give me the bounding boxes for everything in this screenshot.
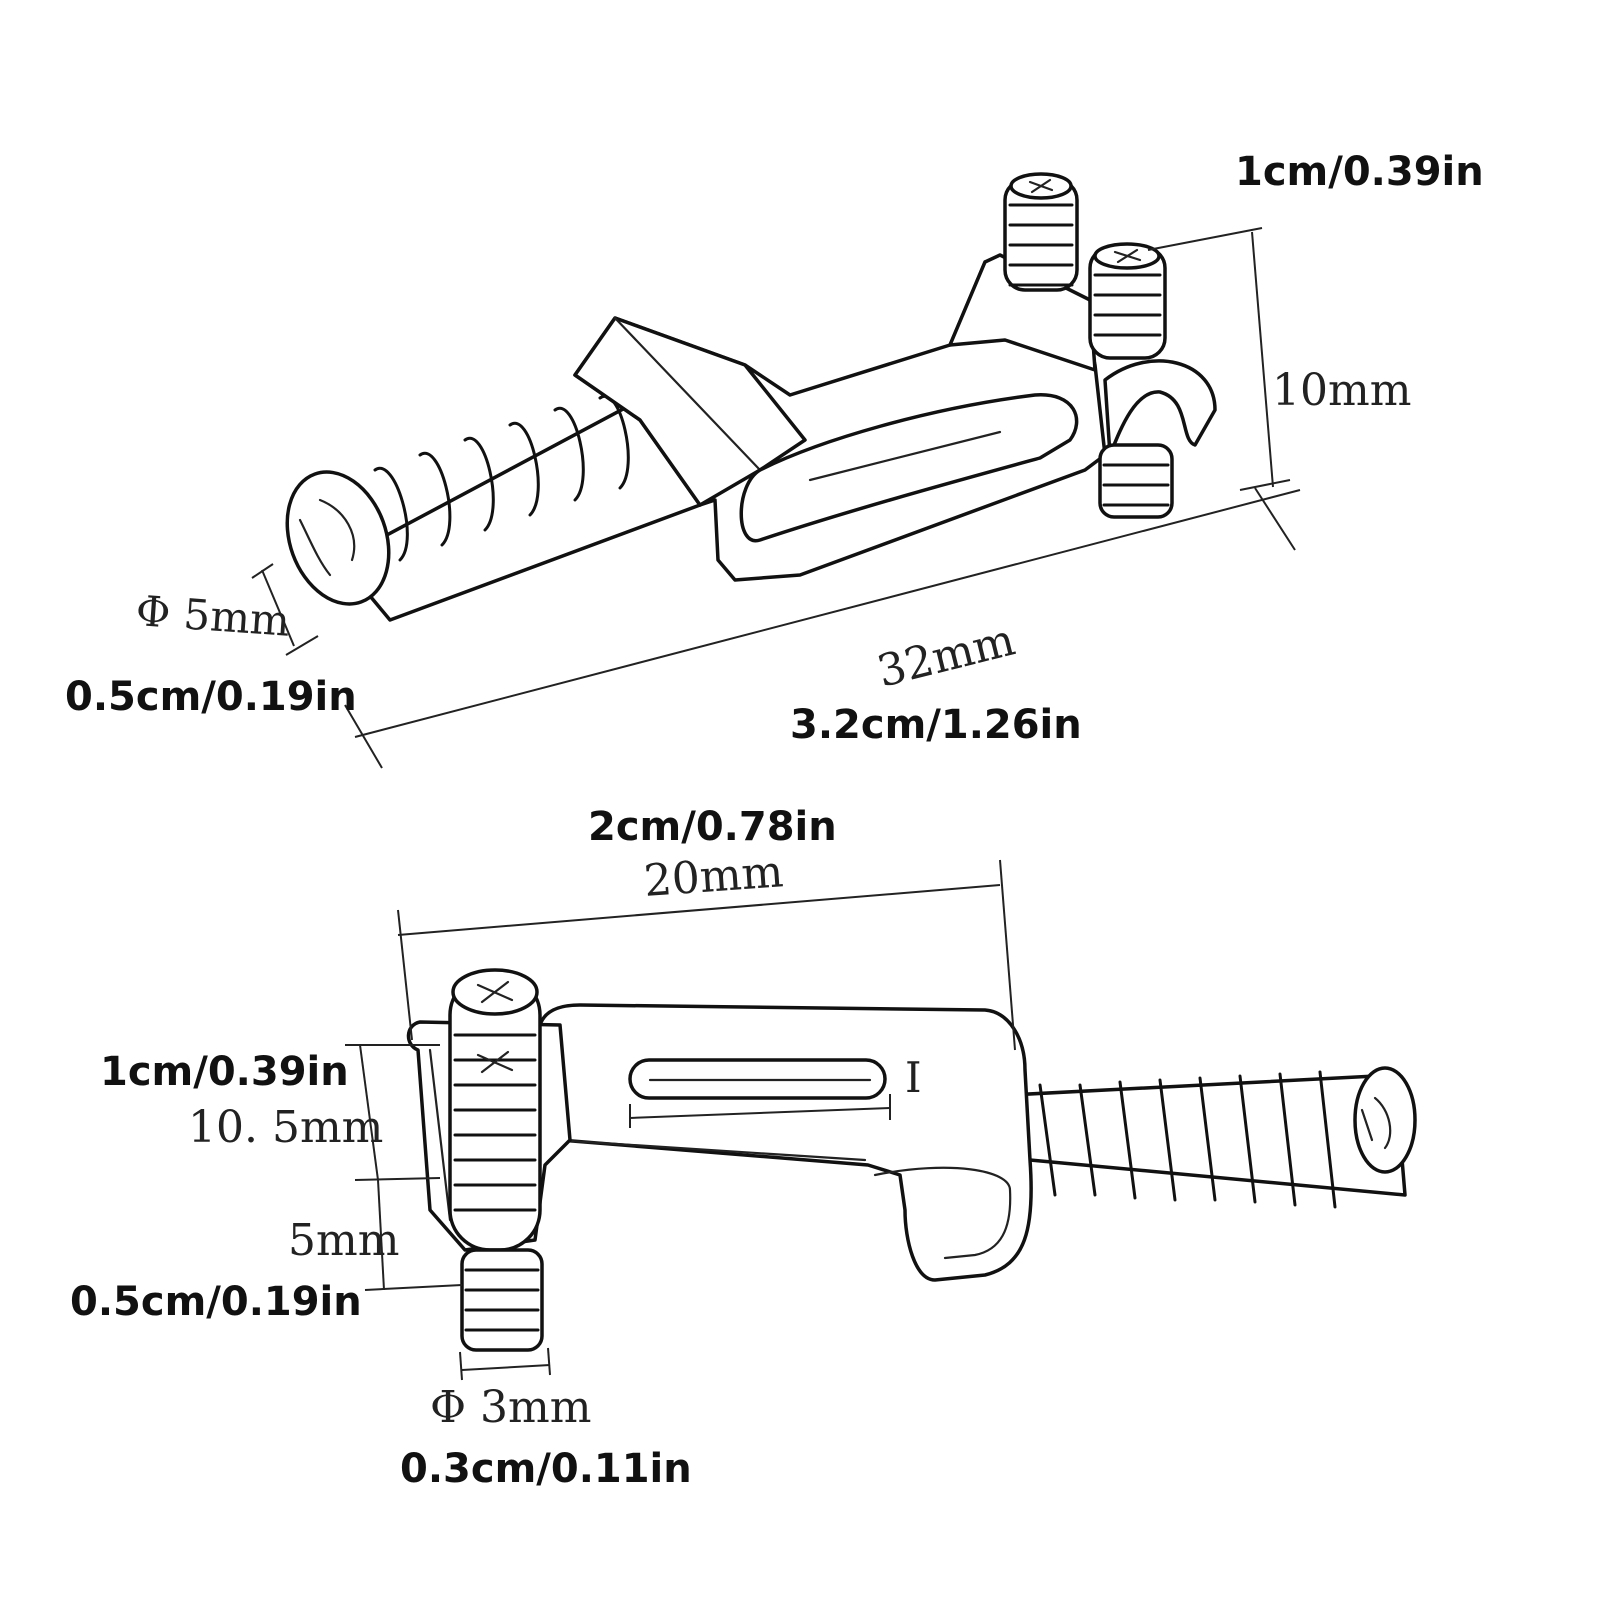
- height-screw-top-right: [1088, 242, 1167, 360]
- height-dimension-line: [1147, 227, 1263, 251]
- length-dimension-line: [344, 704, 383, 769]
- bottom-height-metric-label: 10. 5mm: [188, 1102, 383, 1153]
- height-screw-top-lower-thread: [1098, 443, 1174, 519]
- bottom-height-imperial-label: 1cm/0.39in: [100, 1049, 349, 1095]
- width-dimension-line: [397, 909, 413, 1041]
- height-dimension-line: [359, 1044, 379, 1181]
- width-dimension-line: [999, 859, 1016, 1051]
- diameter-dimension-line: [461, 1364, 551, 1371]
- top-view-dimensions: [251, 227, 1301, 769]
- height-dimension-line: [1251, 231, 1274, 488]
- height-screw-top-left: [1003, 172, 1079, 292]
- bottom-screw-diameter-imperial-label: 0.3cm/0.11in: [400, 1446, 692, 1492]
- saddle-top-view: [285, 172, 1217, 622]
- bottom-width-imperial-label: 2cm/0.78in: [588, 804, 837, 850]
- top-view-labels: 1cm/0.39in 10mm Φ 5mm 0.5cm/0.19in 32mm …: [65, 149, 1484, 748]
- bottom-view-dimensions: [345, 859, 1016, 1381]
- diameter-dimension-line: [285, 635, 319, 656]
- height-screw-bottom-lower-thread: [460, 1248, 544, 1352]
- bottom-screw-diameter-metric-label: Φ 3mm: [430, 1382, 592, 1433]
- bottom-view-labels: 2cm/0.78in 20mm 1cm/0.39in 10. 5mm 5mm 0…: [70, 804, 922, 1492]
- top-height-imperial-label: 1cm/0.39in: [1235, 149, 1484, 195]
- thread-length-dimension-line: [364, 1284, 463, 1291]
- height-dimension-line: [1239, 479, 1291, 491]
- bottom-thread-length-metric-label: 5mm: [288, 1215, 399, 1266]
- diameter-dimension-line: [251, 563, 274, 579]
- width-dimension-line: [397, 884, 1001, 936]
- saddle-plate-top: [573, 253, 1217, 582]
- bottom-slot-marker-label: I: [905, 1053, 922, 1102]
- bottom-width-metric-label: 20mm: [642, 846, 785, 907]
- intonation-screw-top: [285, 394, 702, 622]
- slot-dimension-line: [629, 1107, 891, 1119]
- top-length-imperial-label: 3.2cm/1.26in: [790, 702, 1082, 748]
- height-dimension-line: [354, 1177, 441, 1181]
- top-screw-diameter-imperial-label: 0.5cm/0.19in: [65, 674, 357, 720]
- length-dimension-line: [354, 489, 1301, 738]
- length-dimension-line: [1254, 487, 1296, 551]
- saddle-bottom-view: [406, 968, 1417, 1352]
- top-height-metric-label: 10mm: [1272, 365, 1411, 416]
- diameter-dimension-line: [547, 1347, 551, 1376]
- diameter-dimension-line: [459, 1351, 463, 1381]
- bottom-thread-length-imperial-label: 0.5cm/0.19in: [70, 1279, 362, 1325]
- intonation-screw-bottom: [1008, 1066, 1417, 1209]
- top-screw-diameter-metric-label: Φ 5mm: [134, 586, 291, 646]
- height-screw-bottom: [448, 968, 542, 1252]
- diameter-dimension-line: [261, 569, 295, 647]
- thread-length-dimension-line: [377, 1179, 385, 1291]
- top-length-metric-label: 32mm: [872, 614, 1020, 697]
- saddle-plate-bottom: [538, 1003, 1033, 1282]
